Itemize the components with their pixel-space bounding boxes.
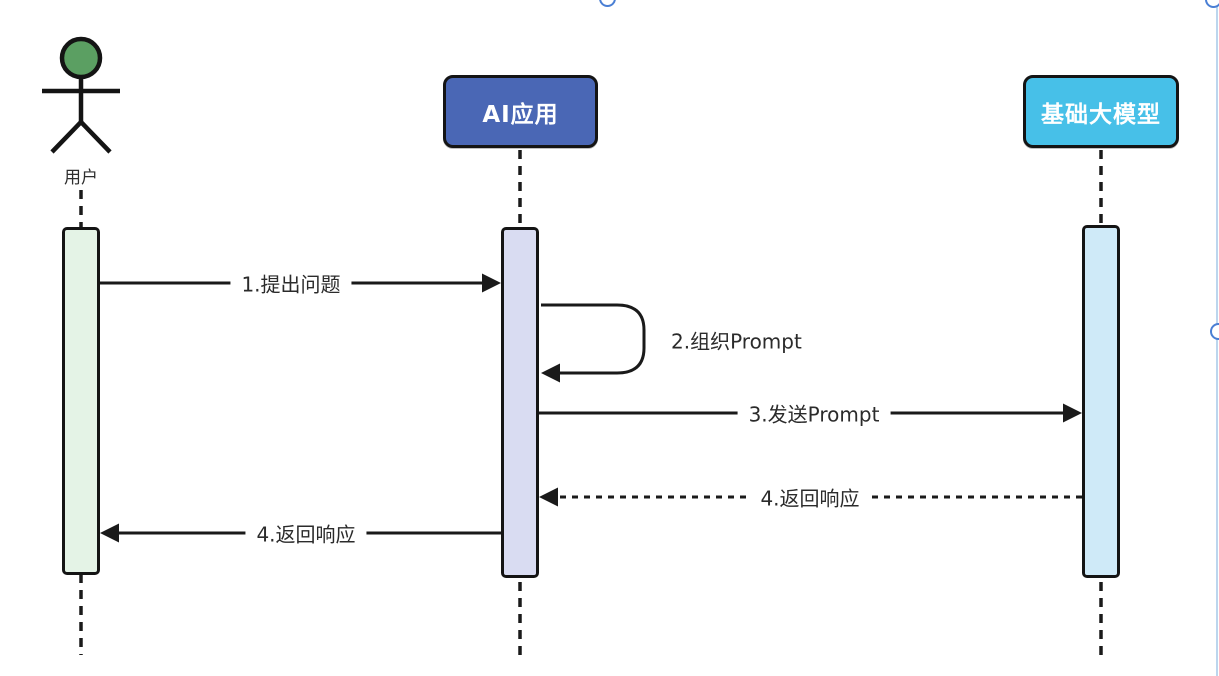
message-4-label[interactable]: 4.返回响应 xyxy=(749,480,871,514)
message-5-arrowhead xyxy=(100,523,119,543)
message-3-arrowhead xyxy=(1063,403,1082,423)
actor-leg-right xyxy=(79,120,112,154)
message-2-label[interactable]: 2.组织Prompt xyxy=(660,323,813,357)
message-2-self-loop xyxy=(541,303,646,375)
message-1-label[interactable]: 1.提出问题 xyxy=(230,266,352,300)
participant-ai-app-label: AI应用 xyxy=(482,101,559,128)
message-2-arrowhead xyxy=(541,363,560,383)
activation-bar-ai-app[interactable] xyxy=(501,227,539,578)
actor-user-label: 用户 xyxy=(64,168,98,188)
selection-handle-icon[interactable] xyxy=(1210,323,1219,340)
participant-base-model[interactable]: 基础大模型 xyxy=(1023,75,1179,148)
actor-user-figure[interactable] xyxy=(36,30,126,158)
message-3-label[interactable]: 3.发送Prompt xyxy=(737,396,891,430)
actor-leg-left xyxy=(50,120,83,154)
message-1-arrowhead xyxy=(482,273,501,293)
participant-base-model-label: 基础大模型 xyxy=(1041,101,1161,128)
activation-bar-user[interactable] xyxy=(62,227,100,575)
activation-bar-base-model[interactable] xyxy=(1082,225,1120,578)
participant-ai-app[interactable]: AI应用 xyxy=(443,75,598,148)
message-5-label[interactable]: 4.返回响应 xyxy=(245,516,367,550)
message-4-arrowhead xyxy=(539,487,558,507)
selection-handle-icon[interactable] xyxy=(1205,0,1219,8)
